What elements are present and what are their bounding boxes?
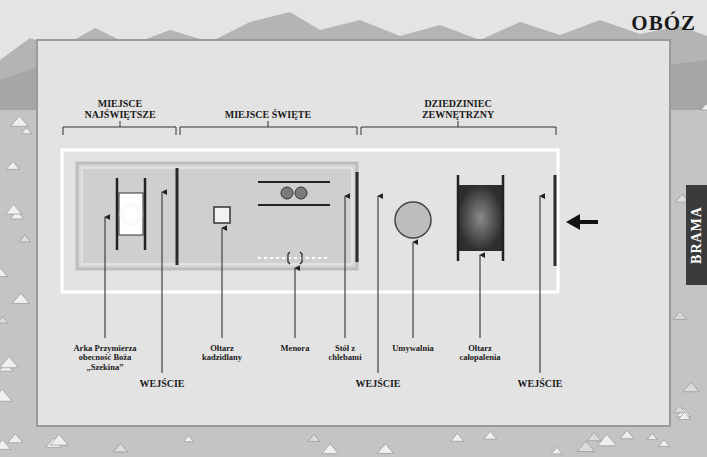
- courtyard-outline: [62, 150, 558, 292]
- tab-label: BRAMA: [688, 206, 704, 264]
- burnt-offering-altar: [458, 175, 503, 261]
- item-label: Menora: [270, 344, 320, 353]
- section-header: MIEJSCE NAJŚWIĘTSZE: [65, 98, 175, 120]
- gate-tab: BRAMA: [686, 185, 707, 285]
- item-label: Ołtarz kadzidlany: [190, 344, 254, 363]
- leader-lines: [105, 192, 540, 373]
- entrance-label: WEJŚCIE: [505, 378, 575, 389]
- ark-of-covenant: [117, 178, 145, 250]
- entrance-label: WEJŚCIE: [127, 378, 197, 389]
- gate-arrow: [566, 214, 598, 230]
- item-label: Arka Przymierza obecność Boża „Szekina”: [62, 344, 148, 372]
- veil: [176, 168, 179, 265]
- laver: [395, 202, 431, 238]
- entrance-label: WEJŚCIE: [343, 378, 413, 389]
- incense-altar: [214, 207, 230, 223]
- court-gate: [554, 175, 557, 266]
- item-label: Umywalnia: [385, 344, 441, 353]
- menorah: [258, 252, 330, 264]
- section-header: MIEJSCE ŚWIĘTE: [218, 109, 318, 120]
- section-brackets: [63, 121, 556, 135]
- tabernacle-inner: [82, 168, 352, 264]
- map-title: OBÓZ: [631, 12, 696, 35]
- section-header: DZIEDZINIEC ZEWNĘTRZNY: [398, 98, 518, 120]
- item-label: Ołtarz całopalenia: [450, 344, 510, 363]
- tabernacle-tent: [77, 163, 357, 269]
- bread-table: [258, 182, 330, 205]
- tabernacle-entrance: [356, 172, 359, 262]
- plan-panel: [37, 40, 670, 426]
- item-label: Stół z chlebami: [323, 344, 367, 363]
